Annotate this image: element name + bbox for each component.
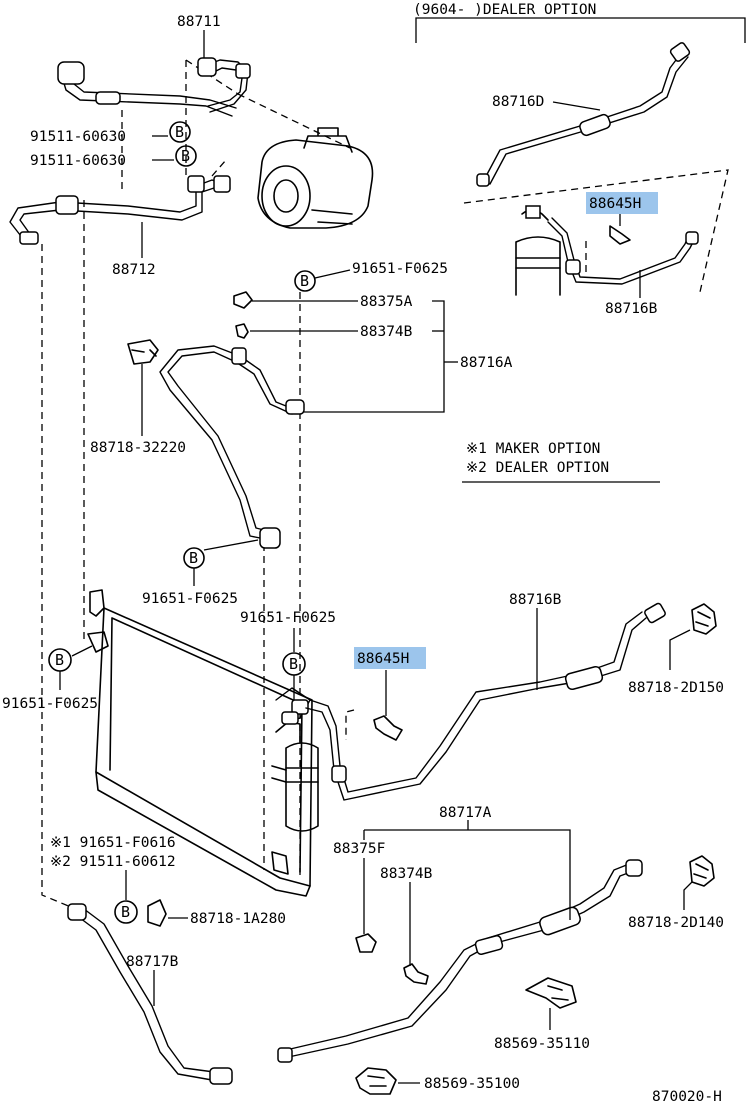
dashed-guides — [41, 110, 355, 911]
label-91651-f0625-right: 91651-F0625 — [240, 610, 336, 626]
circle-b-5: B — [289, 655, 298, 673]
label-88717b: 88717B — [126, 954, 179, 970]
label-88718-32220: 88718-32220 — [90, 440, 186, 456]
label-91651-f0625-mid: 91651-F0625 — [142, 591, 238, 607]
label-91511-60630-a: 91511-60630 — [30, 129, 126, 145]
compressor-assembly — [185, 59, 374, 229]
option-notes: ※1 MAKER OPTION ※2 DEALER OPTION — [462, 441, 660, 483]
bracket-88718-32220: 88718-32220 — [90, 339, 186, 456]
label-91511-60630-b: 91511-60630 — [30, 153, 126, 169]
label-88718-2d150: 88718-2D150 — [628, 680, 724, 696]
callout-91651-f0625-mid: B 91651-F0625 91651-F0625 B B 91651-F062… — [2, 539, 336, 712]
pipe-88711: 88711 — [177, 14, 251, 113]
label-88645h-top-highlight — [586, 192, 658, 214]
callout-91511-60630: 91511-60630 B 91511-60630 B — [30, 121, 197, 169]
circle-b-4: B — [189, 549, 198, 567]
label-88716a: 88716A — [460, 355, 513, 371]
label-88374b-bottom: 88374B — [380, 866, 433, 882]
pipe-88717a: 88717A 88375F 88374B — [277, 805, 643, 1063]
label-88374b-top: 88374B — [360, 324, 413, 340]
label-91651-f0616: ※1 91651-F0616 — [50, 835, 176, 851]
pipe-88716a: B 91651-F0625 88375A 88374B 88716A — [159, 261, 513, 549]
pipe-88716b-mid: 88716B — [305, 592, 666, 801]
label-91651-f0625-top: 91651-F0625 — [352, 261, 448, 277]
circle-b-2: B — [181, 147, 190, 165]
label-88716b-mid: 88716B — [509, 592, 562, 608]
label-88645h-top: 88645H — [589, 196, 641, 212]
note-dealer-option: ※2 DEALER OPTION — [466, 460, 609, 476]
pipe-88717b: 88717B — [67, 903, 233, 1085]
bracket-88718-1a280: ※1 91651-F0616 ※2 91511-60612 B 88718-1A… — [50, 835, 286, 927]
hose-88712: 88712 — [9, 175, 231, 278]
label-88645h-mid: 88645H — [357, 651, 409, 667]
label-88717a: 88717A — [439, 805, 492, 821]
fitting-88718-2d150: 88718-2D150 — [628, 603, 724, 696]
label-91651-f0625-left: 91651-F0625 — [2, 696, 98, 712]
label-88645h-mid-highlight — [354, 647, 426, 669]
circle-b-3: B — [300, 272, 309, 290]
label-88716d: 88716D — [492, 94, 544, 110]
dealer-option-header: (9604- )DEALER OPTION — [413, 2, 596, 18]
note-maker-option: ※1 MAKER OPTION — [466, 441, 600, 457]
label-91511-60612: ※2 91511-60612 — [50, 854, 176, 870]
label-88375f: 88375F — [333, 841, 385, 857]
label-88718-1a280: 88718-1A280 — [190, 911, 286, 927]
label-88716b-top: 88716B — [605, 301, 658, 317]
clamp-88569-35110: 88569-35110 — [494, 977, 590, 1052]
circle-b-1: B — [175, 123, 184, 141]
figure-code: 870020-H — [652, 1089, 722, 1105]
pressure-switch-mid: 88645H — [354, 647, 426, 741]
circle-b-7: B — [121, 903, 130, 921]
label-88712: 88712 — [112, 262, 156, 278]
label-88569-35110: 88569-35110 — [494, 1036, 590, 1052]
circle-b-6: B — [55, 651, 64, 669]
dealer-option-inset: 88645H 88716D 88716B — [463, 42, 729, 317]
label-88711: 88711 — [177, 14, 221, 30]
dealer-option-bracket: (9604- )DEALER OPTION — [413, 2, 746, 43]
hose-top — [57, 61, 237, 161]
fitting-88718-2d140: 88718-2D140 — [628, 855, 724, 931]
label-88569-35100: 88569-35100 — [424, 1076, 520, 1092]
clamp-88569-35100: 88569-35100 — [355, 1067, 520, 1095]
label-88375a: 88375A — [360, 294, 413, 310]
label-88718-2d140: 88718-2D140 — [628, 915, 724, 931]
